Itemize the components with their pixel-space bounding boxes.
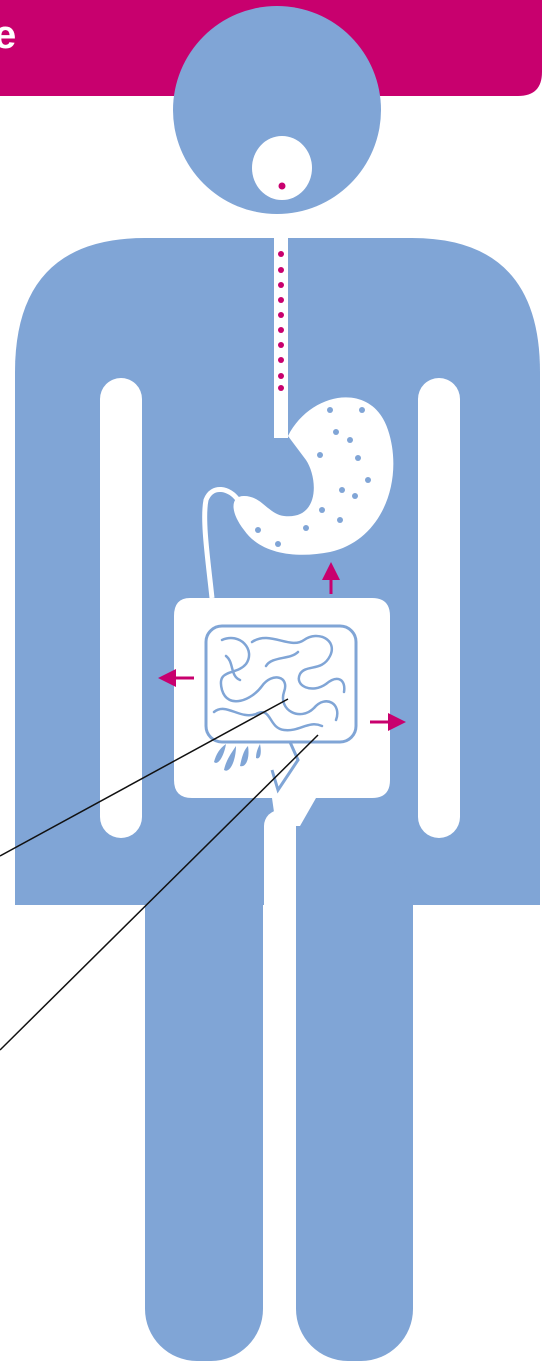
right-arm-gap xyxy=(418,378,460,838)
header-title: e xyxy=(0,13,16,57)
intestines xyxy=(174,598,390,826)
left-arm-gap xyxy=(100,378,142,838)
left-leg xyxy=(145,850,263,1361)
mouth-dot xyxy=(279,183,286,190)
esophagus xyxy=(274,238,288,438)
bottom-left-clear xyxy=(0,905,145,1361)
leg-gap xyxy=(264,810,296,1361)
mouth-opening xyxy=(252,136,312,200)
bottom-right-clear xyxy=(413,905,542,1361)
mouth xyxy=(252,136,312,200)
right-leg xyxy=(296,850,413,1361)
